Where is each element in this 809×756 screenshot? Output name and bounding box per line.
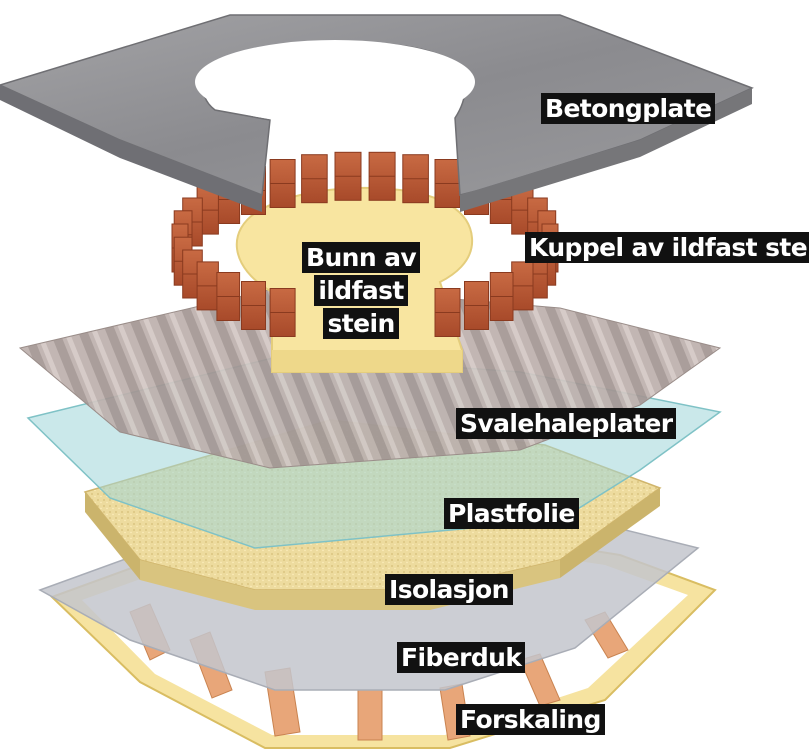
label-bunn-line1: Bunn av — [302, 242, 421, 273]
label-plastfolie: Plastfolie — [444, 498, 579, 529]
betongplate-layer — [0, 14, 754, 212]
label-kuppel: Kuppel av ildfast stein — [525, 232, 809, 263]
label-bunn-line2: ildfast — [314, 275, 408, 306]
label-forskaling: Forskaling — [456, 704, 605, 735]
label-bunn-line3: stein — [323, 308, 399, 339]
label-isolasjon: Isolasjon — [385, 574, 513, 605]
label-bunn: Bunn av ildfast stein — [302, 242, 421, 339]
label-fiberduk: Fiberduk — [397, 642, 526, 673]
label-svalehaleplater: Svalehaleplater — [456, 408, 677, 439]
label-betongplate: Betongplate — [541, 93, 716, 124]
